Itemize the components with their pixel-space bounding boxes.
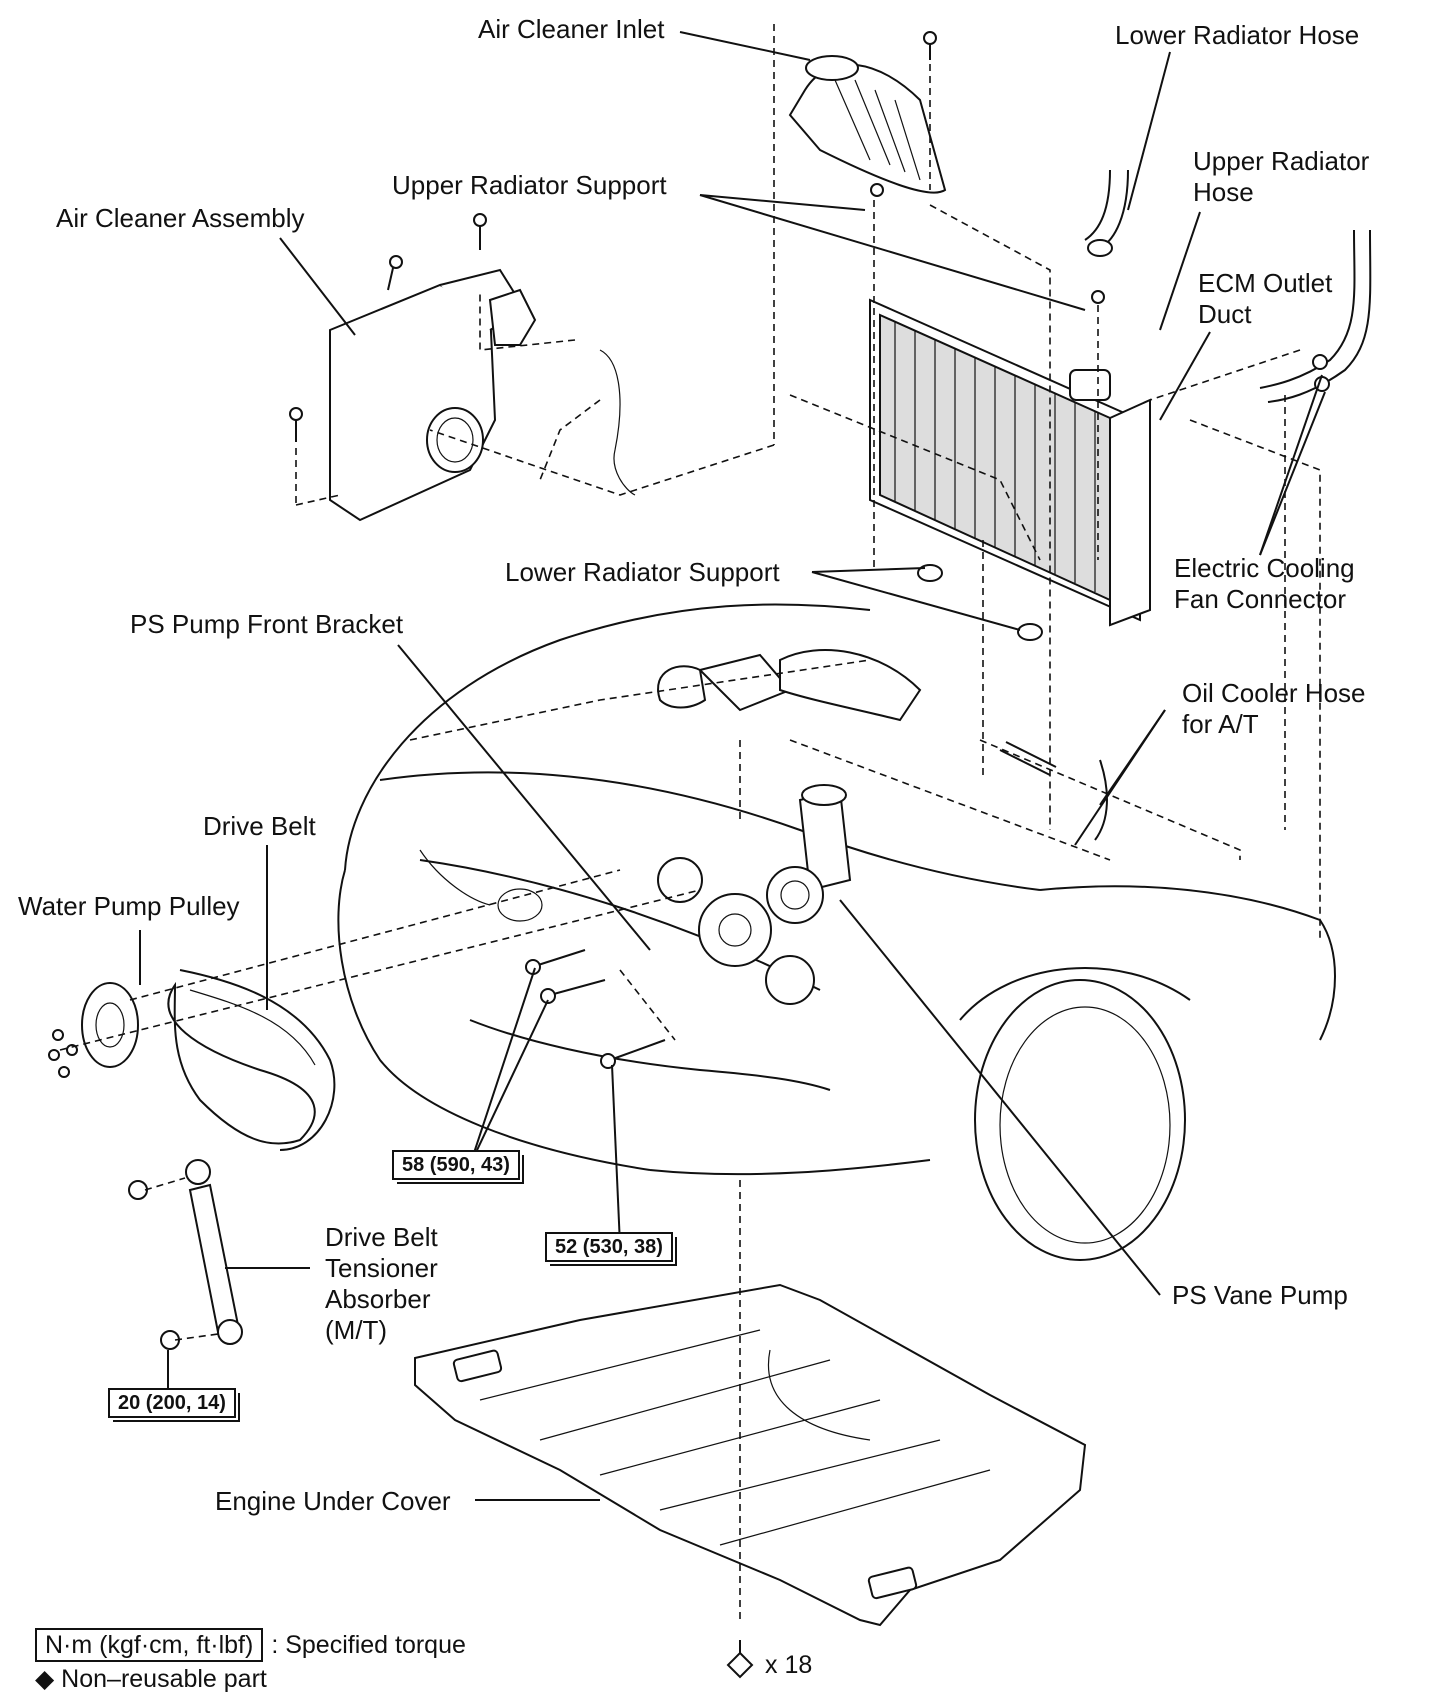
water-pump-pulley <box>48 982 139 1078</box>
label-tensioner-line1: Drive Belt <box>325 1222 438 1252</box>
label-air-cleaner-inlet: Air Cleaner Inlet <box>478 14 665 44</box>
label-air-cleaner-assembly: Air Cleaner Assembly <box>56 203 305 233</box>
vehicle-body-outline <box>337 603 1336 1261</box>
label-tensioner-line3: Absorber <box>325 1284 431 1314</box>
legend-torque-text: : Specified torque <box>271 1631 466 1659</box>
leader-lines <box>139 31 1326 1501</box>
torque-box-58: 58 (590, 43) <box>392 1150 524 1184</box>
label-electric-cooling-fan-line1: Electric Cooling <box>1174 553 1355 583</box>
air-cleaner-inlet <box>788 55 947 194</box>
torque-box-52: 52 (530, 38) <box>545 1232 677 1266</box>
label-electric-cooling-fan-line2: Fan Connector <box>1174 584 1346 614</box>
label-upper-radiator-support: Upper Radiator Support <box>392 170 667 200</box>
legend-torque: N·m (kgf·cm, ft·lbf): Specified torque <box>35 1628 466 1662</box>
label-drive-belt: Drive Belt <box>203 811 316 841</box>
label-upper-radiator-hose-line1: Upper Radiator <box>1193 146 1370 176</box>
label-oil-cooler-hose-line1: Oil Cooler Hose <box>1182 678 1366 708</box>
legend-torque-unit: N·m (kgf·cm, ft·lbf) <box>35 1628 264 1662</box>
label-oil-cooler-hose-line2: for A/T <box>1182 709 1259 739</box>
label-ps-pump-front-bracket: PS Pump Front Bracket <box>130 609 404 639</box>
alignment-dashed-lines <box>59 24 1321 1620</box>
label-ecm-outlet-duct-line1: ECM Outlet <box>1198 268 1333 298</box>
label-water-pump-pulley: Water Pump Pulley <box>18 891 240 921</box>
label-lower-radiator-hose: Lower Radiator Hose <box>1115 20 1360 50</box>
engine-components <box>657 649 922 1005</box>
tensioner-absorber <box>128 1159 243 1350</box>
drive-belt <box>167 969 336 1151</box>
clip-icon <box>726 1640 754 1679</box>
label-tensioner-line4: (M/T) <box>325 1315 388 1345</box>
label-ecm-outlet-duct-line2: Duct <box>1198 299 1252 329</box>
label-tensioner-line2: Tensioner <box>325 1253 438 1283</box>
radiator <box>869 298 1151 627</box>
clip-count-label: x 18 <box>765 1651 813 1679</box>
bolts <box>289 31 1105 1069</box>
air-cleaner-assembly <box>329 268 636 522</box>
torque-box-20: 20 (200, 14) <box>108 1388 240 1422</box>
label-lower-radiator-support: Lower Radiator Support <box>505 557 780 587</box>
label-ps-vane-pump: PS Vane Pump <box>1172 1280 1348 1310</box>
legend-non-reusable: ◆ Non–reusable part <box>35 1665 267 1693</box>
engine-under-cover <box>414 1283 1087 1627</box>
label-upper-radiator-hose-line2: Hose <box>1193 177 1254 207</box>
label-engine-under-cover: Engine Under Cover <box>215 1486 451 1516</box>
